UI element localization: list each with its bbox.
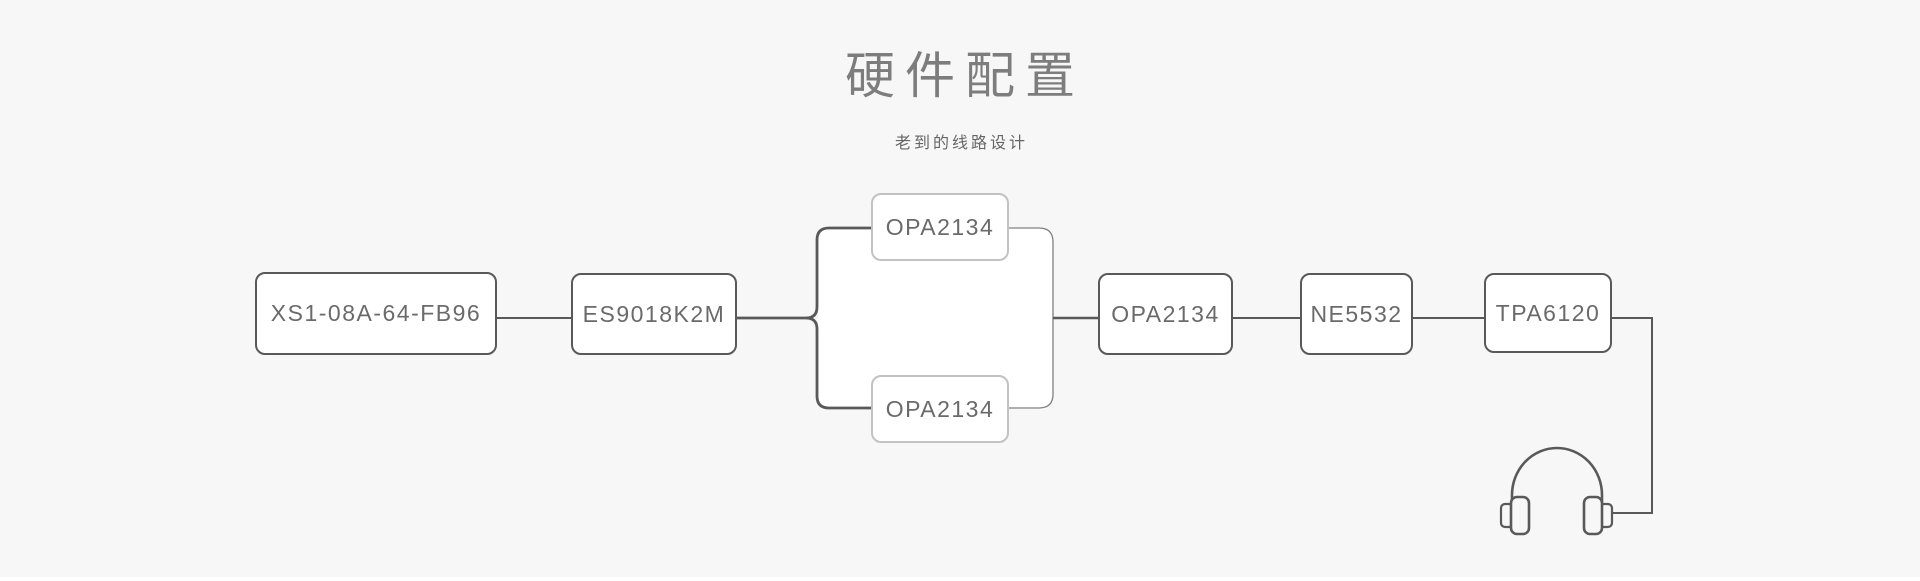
section-bottom-edge (0, 577, 1920, 581)
connector-fork-lower (805, 316, 871, 410)
node-es9018k2m: ES9018K2M (571, 273, 737, 355)
headphones-icon (1499, 446, 1614, 536)
connector-fork-upper (805, 226, 871, 320)
headphone-right-cup (1582, 495, 1604, 536)
node-ne5532: NE5532 (1300, 273, 1413, 355)
headphone-left-cup (1509, 495, 1531, 536)
headphone-band (1510, 446, 1604, 503)
node-opa2134-top: OPA2134 (871, 193, 1009, 261)
connector-merge-bracket (1007, 227, 1054, 409)
section-title: 硬件配置 (845, 48, 1085, 104)
connector-tpa6120-to-headphones (1612, 317, 1653, 514)
node-opa2134-main: OPA2134 (1098, 273, 1233, 355)
node-opa2134-bottom: OPA2134 (871, 375, 1009, 443)
node-tpa6120: TPA6120 (1484, 273, 1612, 353)
node-xs1-08a-64-fb96: XS1-08A-64-FB96 (255, 272, 497, 355)
section-subtitle: 老到的线路设计 (894, 135, 1028, 152)
